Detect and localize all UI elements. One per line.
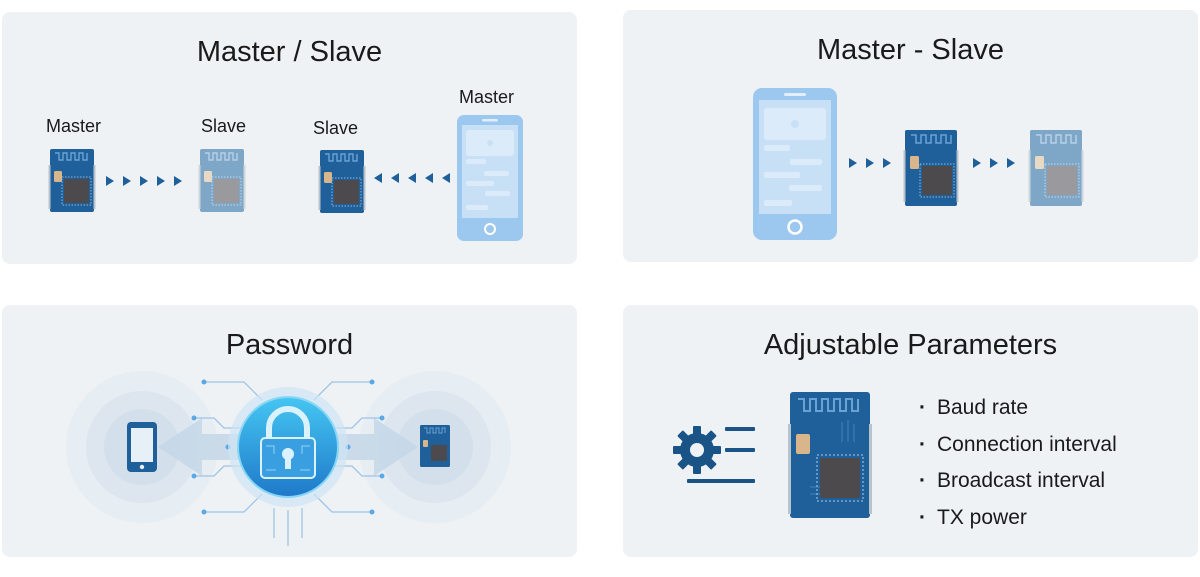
parameter-list: Baud rate Connection interval Broadcast … xyxy=(917,390,1117,536)
arrow-right-icon xyxy=(106,176,182,186)
panel-master-slave: Master / Slave Master Slave Slave Master xyxy=(2,12,577,264)
ble-module-icon xyxy=(903,130,959,206)
panel-title: Master - Slave xyxy=(817,34,1004,66)
panel-master-dash-slave: Master - Slave xyxy=(623,10,1198,262)
panel-adjustable-parameters: Adjustable Parameters xyxy=(623,305,1198,557)
arrow-left-icon xyxy=(374,173,450,183)
ble-module-icon xyxy=(420,425,450,467)
parameter-item: Broadcast interval xyxy=(917,463,1117,500)
password-illustration xyxy=(66,371,511,546)
arrow-right-icon xyxy=(849,158,891,168)
ble-module-icon xyxy=(198,149,246,212)
master-label: Master xyxy=(459,87,515,107)
panel-title: Adjustable Parameters xyxy=(763,329,1058,361)
arrow-right-icon xyxy=(973,158,1015,168)
smartphone-icon xyxy=(753,88,837,240)
ble-module-icon xyxy=(48,149,96,212)
panel-password: Password xyxy=(2,305,577,557)
parameter-item: Baud rate xyxy=(917,390,1117,427)
gear-icon xyxy=(673,426,755,483)
panel-title: Master / Slave xyxy=(196,36,383,68)
parameter-item: TX power xyxy=(917,500,1117,537)
ble-module-icon xyxy=(318,150,366,213)
smartphone-icon xyxy=(457,115,523,241)
ble-module-icon xyxy=(788,392,872,518)
master-label: Master xyxy=(46,116,102,136)
smartphone-icon xyxy=(127,422,157,472)
panel-title: Password xyxy=(225,329,354,361)
slave-label: Slave xyxy=(313,118,359,138)
arrow-left-icon xyxy=(158,418,242,476)
slave-label: Slave xyxy=(201,116,247,136)
arrow-right-icon xyxy=(334,418,418,476)
parameter-item: Connection interval xyxy=(917,427,1117,464)
ble-module-icon xyxy=(1028,130,1084,206)
padlock-icon xyxy=(260,406,316,479)
